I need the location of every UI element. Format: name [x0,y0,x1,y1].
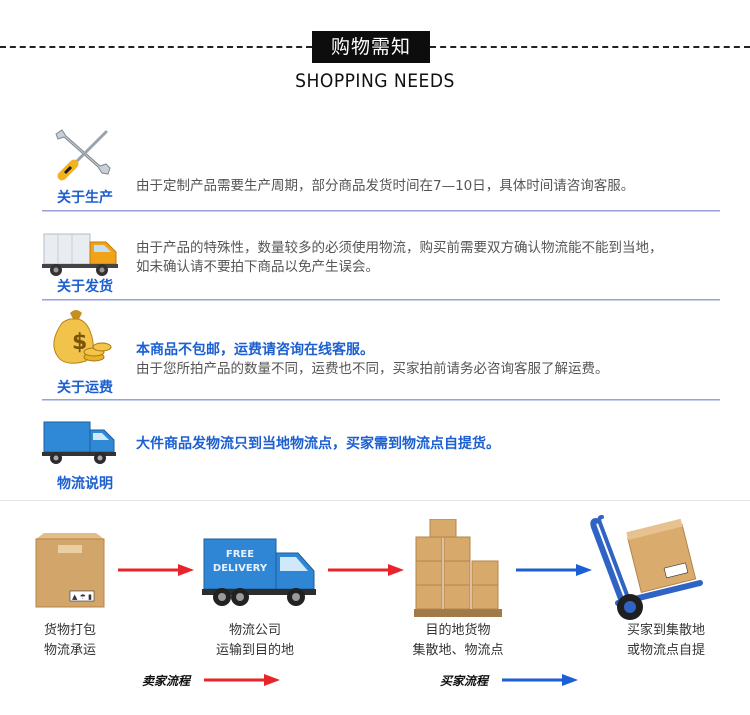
svg-text:DELIVERY: DELIVERY [213,563,268,574]
blue-truck-icon [42,421,116,464]
logistics-highlight: 大件商品发物流只到当地物流点，买家需到物流点自提货。 [136,436,500,452]
hand-truck-icon [590,515,703,620]
page-subtitle: SHOPPING NEEDS [295,70,455,92]
seller-flow-label: 卖家流程 [142,674,191,688]
buyer-flow-label: 买家流程 [440,674,489,688]
svg-text:$: $ [72,330,87,355]
production-text: 由于定制产品需要生产周期，部分商品发货时间在7—10日，具体时间请咨询客服。 [136,178,635,194]
package-box-icon: ▲ ☂ ▮ [35,533,105,608]
divider-2 [42,299,720,300]
header-divider-left [0,46,312,48]
svg-text:FREE: FREE [226,549,254,560]
money-bag-coins-icon: $ [53,310,112,364]
step-4-label: 买家到集散地 或物流点自提 [626,623,705,658]
seller-arrow-1 [118,564,194,576]
page-title: 购物需知 [312,31,430,63]
logistics-process: ▲ ☂ ▮ 货物打包 物流承运 FREE DELIVERY 物流公司 运输到目的… [0,500,750,715]
delivery-truck-icon: FREE DELIVERY [202,538,316,606]
svg-text:▲ ☂ ▮: ▲ ☂ ▮ [72,593,92,601]
freight-text: 由于您所拍产品的数量不同，运费也不同，买家拍前请务必咨询客服了解运费。 [136,361,609,377]
delivery-van-icon [42,233,118,276]
section-logistics: 物流说明 大件商品发物流只到当地物流点，买家需到物流点自提货。 [40,414,720,498]
header-divider-right [430,46,750,48]
freight-highlight: 本商品不包邮，运费请咨询在线客服。 [136,342,374,358]
seller-arrow-2 [328,564,404,576]
buyer-flow-arrow [502,674,578,686]
section-label-shipping: 关于发货 [57,279,113,295]
step-3-label: 目的地货物 集散地、物流点 [412,623,504,658]
section-freight: $ 关于运费 本商品不包邮，运费请咨询在线客服。 由于您所拍产品的数量不同，运费… [40,305,720,401]
step-2-label: 物流公司 运输到目的地 [215,623,294,658]
seller-flow-arrow [204,674,280,686]
divider-1 [42,210,720,211]
stacked-boxes-pallet-icon [414,519,502,617]
screwdriver-wrench-icon [55,129,111,181]
section-label-production: 关于生产 [57,190,113,206]
section-shipping: 关于发货 由于产品的特殊性，数量较多的必须使用物流，购买前需要双方确认物流能不能… [40,224,720,310]
shipping-text-line1: 由于产品的特殊性，数量较多的必须使用物流，购买前需要双方确认物流能不能到当地， [136,240,663,256]
section-production: 关于生产 由于定制产品需要生产周期，部分商品发货时间在7—10日，具体时间请咨询… [40,126,720,210]
step-1-label: 货物打包 物流承运 [43,623,96,658]
section-label-logistics: 物流说明 [57,476,113,492]
section-label-freight: 关于运费 [57,380,113,396]
divider-3 [42,399,720,400]
shipping-text-line2: 如未确认请不要拍下商品以免产生误会。 [136,259,379,275]
buyer-arrow-1 [516,564,592,576]
